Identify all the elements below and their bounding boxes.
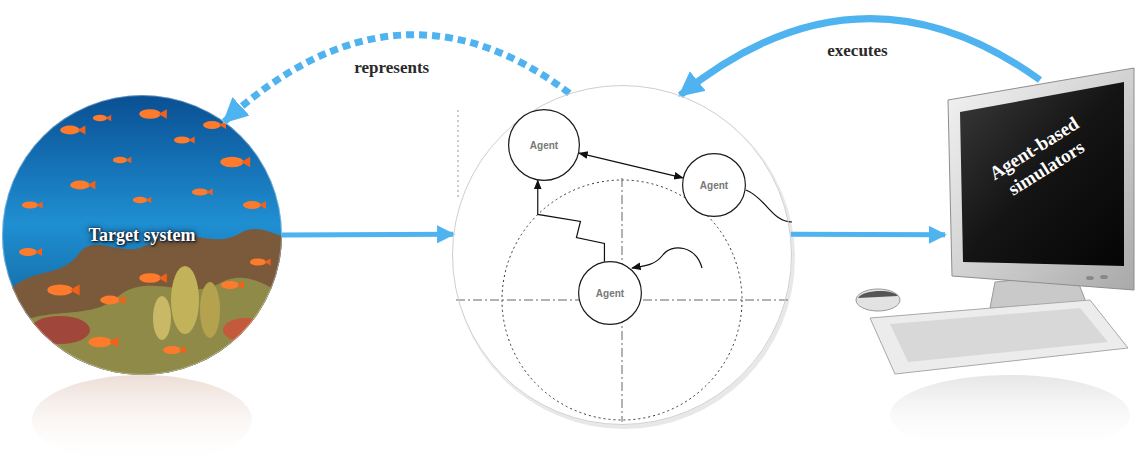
fish [22,201,43,208]
keyboard-keys [890,308,1108,362]
agent-circle: Agent [682,153,746,217]
edge-label: executes [823,41,891,61]
computer-reflection [890,375,1130,455]
model-circle: AgentAgentAgent [452,85,792,425]
fish [221,281,244,289]
fish [19,248,42,256]
agent-label: Agent [700,180,728,191]
agent-circle-border [579,262,642,325]
flow-arrow [791,232,945,238]
agent-circle: Agent [578,261,642,325]
agent-move [538,180,605,261]
agent-circle-border [509,110,580,181]
monitor-button [1100,275,1108,279]
agent-label: Agent [530,140,558,151]
node-label: Target system [89,225,196,246]
flow-arrow [282,232,453,238]
reef-photo [0,95,290,380]
fish [139,109,167,119]
fish-school [19,109,271,354]
keyboard [870,300,1128,374]
coral-red [223,318,267,342]
agent-circle: Agent [508,109,580,181]
fish [70,181,95,190]
monitor-bezel [948,68,1134,290]
coral-rock [0,229,290,380]
fish [174,136,195,143]
fish [47,284,79,295]
model-ground [452,85,792,425]
agent-link [579,153,683,178]
target-system-circle-border [3,96,282,375]
fish [88,337,118,347]
fish [60,126,85,135]
agent-path [746,190,792,222]
represents-arrow [224,35,569,122]
monitor-button [1086,276,1094,280]
photo-reflection [32,375,252,465]
executes-arrow [680,19,1040,96]
fish [203,121,226,129]
model-circle-outline [452,85,792,425]
coral-finger [153,296,171,340]
fish [243,201,266,209]
mouse [856,289,900,311]
fish [133,197,151,203]
screen-label: Agent-based simulators [968,101,1111,214]
fish [192,188,213,195]
fish [250,258,271,265]
coral-red [30,316,90,344]
target-system-circle: Target system [2,95,282,375]
agent-label: Agent [596,288,624,299]
fish [139,273,167,283]
fish [93,115,111,121]
edge-label: represents [350,58,433,78]
agent-path [632,248,702,268]
sea-water [0,95,290,380]
fish [163,346,186,354]
fish [220,157,250,167]
mouse-top [858,291,898,298]
model-circle-border [453,86,792,425]
computer-illustration [856,68,1134,374]
coral-sponge [0,278,290,380]
frame-line [458,110,459,200]
fish [100,296,125,305]
fish [113,157,131,163]
agent-circle-border [683,154,746,217]
simulator-computer: Agent-based simulators [945,80,1135,305]
coral-finger [171,266,199,334]
coral-finger [200,282,220,338]
monitor-screen [960,82,1124,266]
